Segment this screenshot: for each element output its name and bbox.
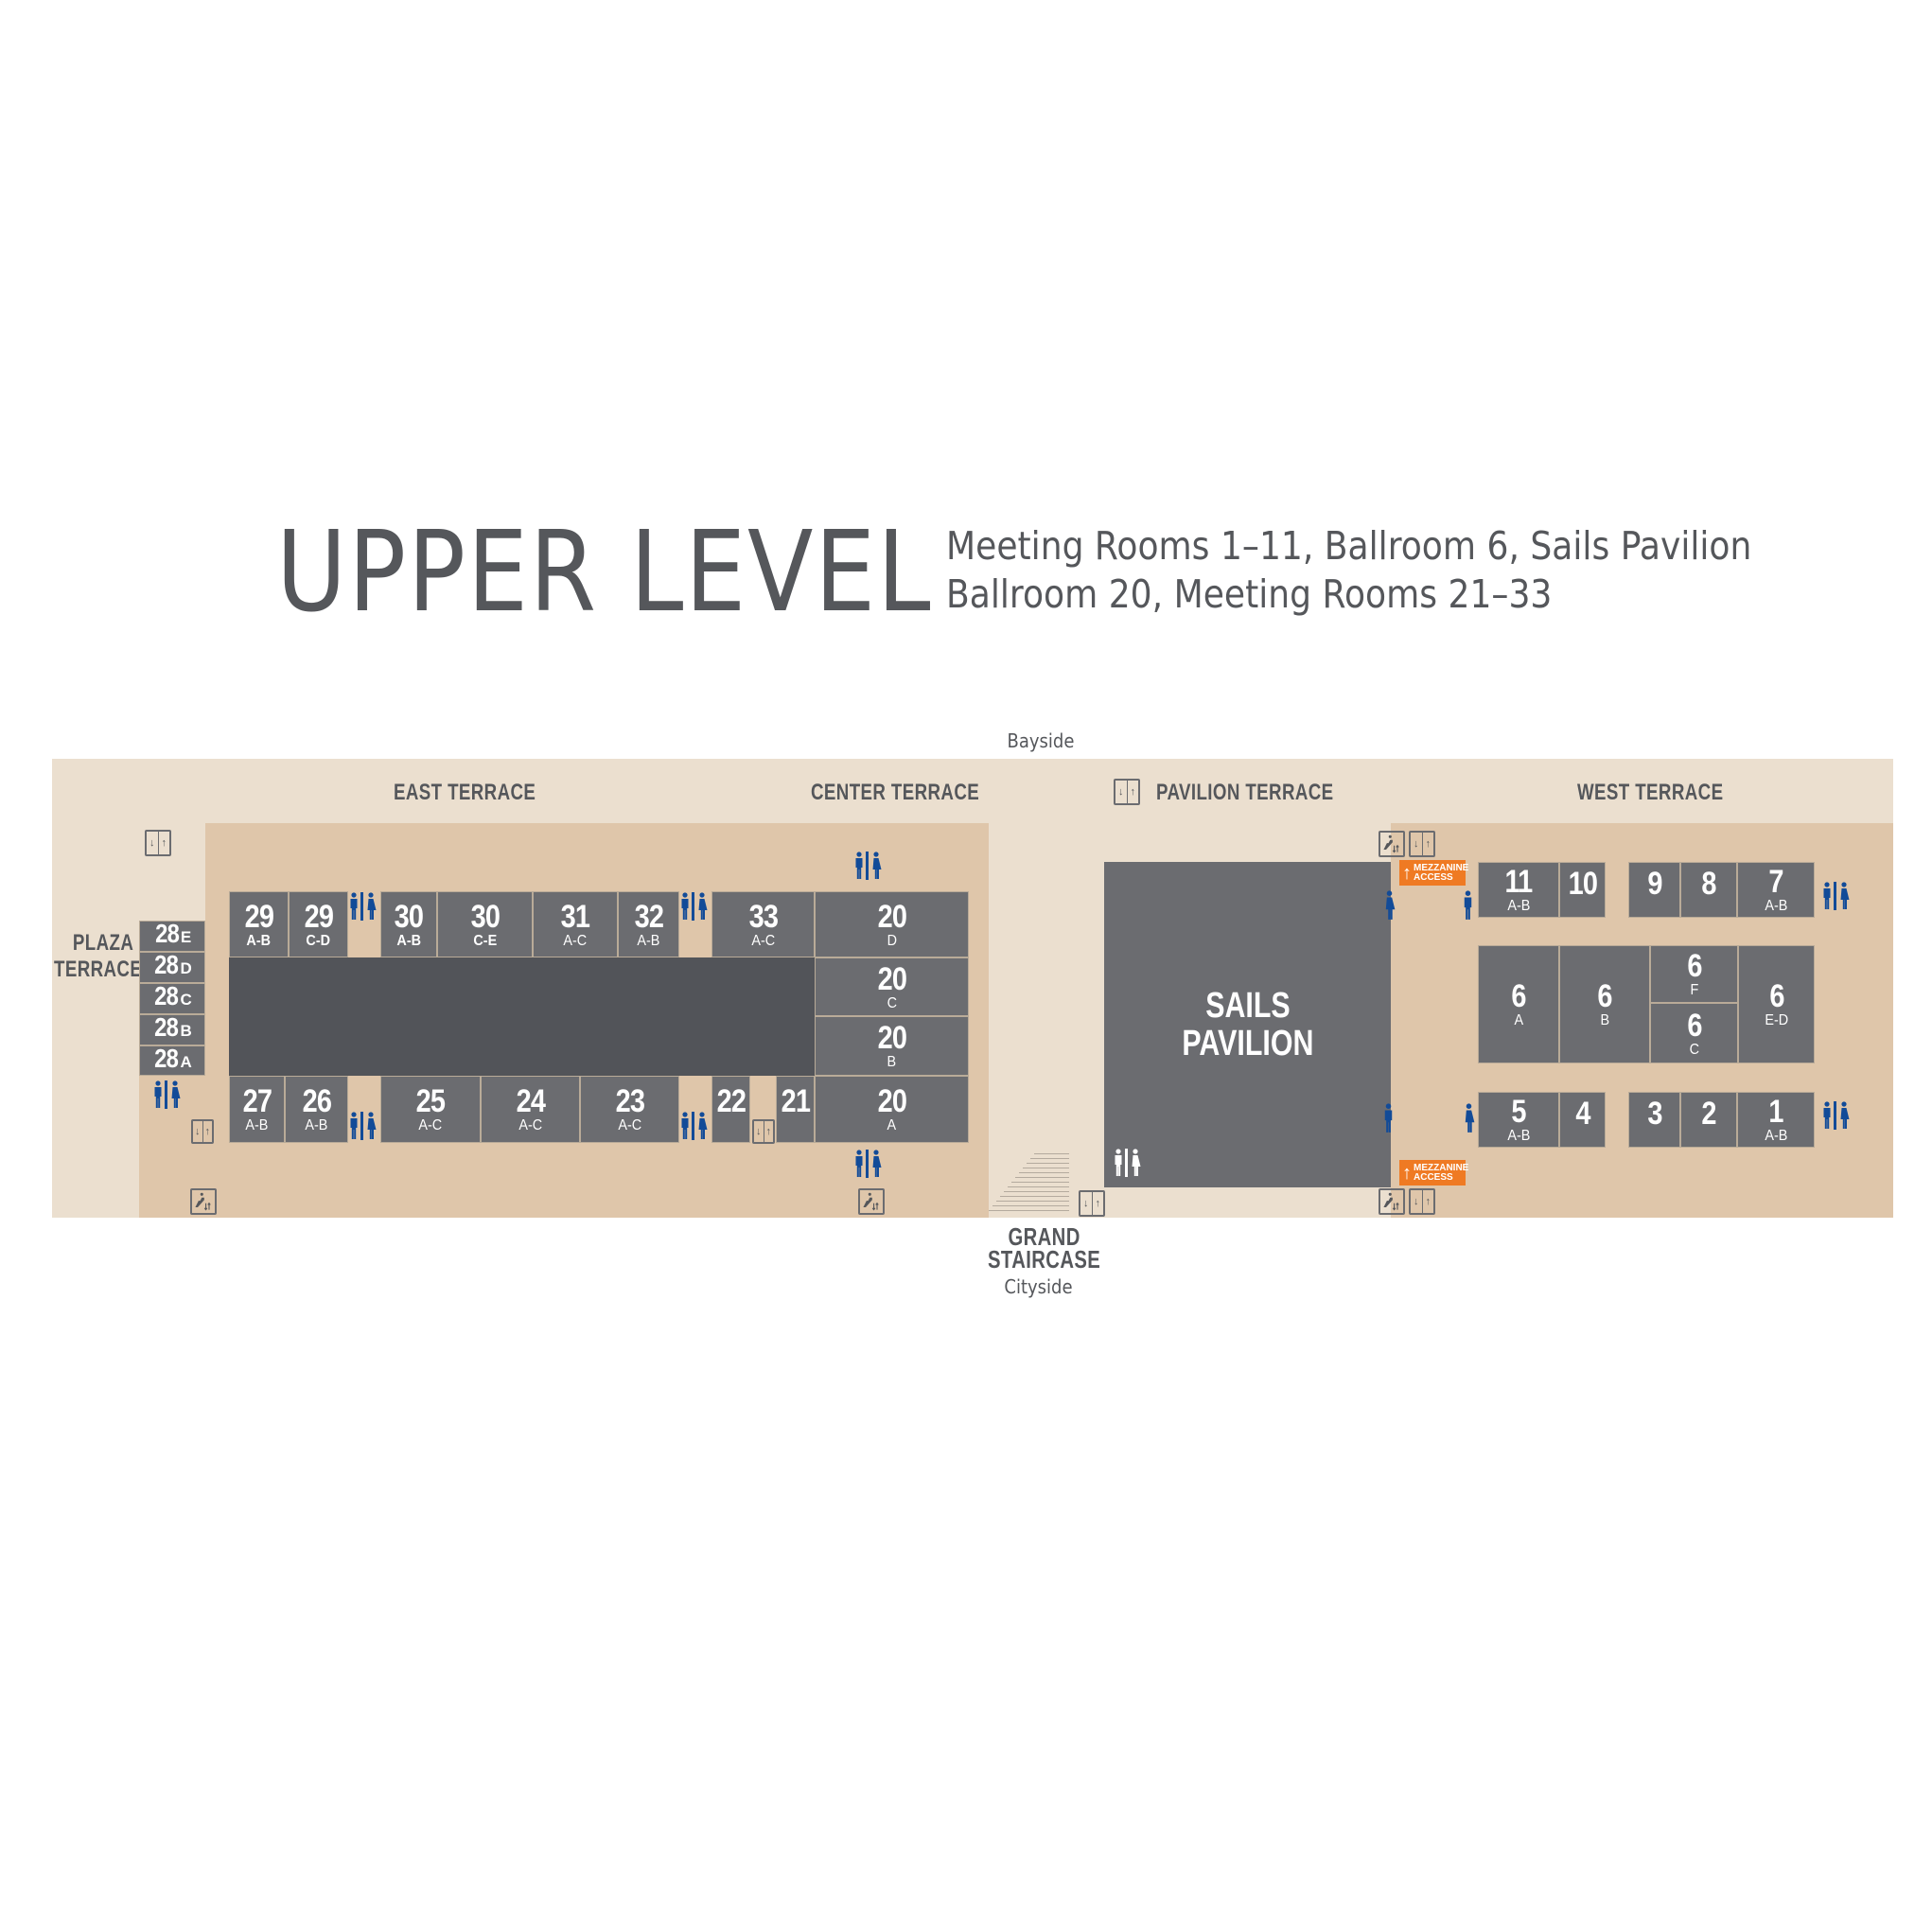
elevator-icon: ↓↑: [1079, 1190, 1105, 1217]
sails-label-line-1: SAILS: [1204, 986, 1291, 1026]
elevator-icon: ↓↑: [191, 1119, 214, 1144]
pavilion-terrace-label: PAVILION TERRACE: [1156, 780, 1334, 805]
elevator-icon: ↓↑: [1409, 831, 1435, 857]
restroom-icon: [153, 1080, 181, 1109]
bayside-label: Bayside: [1007, 729, 1075, 752]
subtitle-line-2: Ballroom 20, Meeting Rooms 21–33: [946, 571, 1553, 617]
mens-restroom-icon: [349, 892, 359, 921]
plaza-inner-area: [139, 1076, 205, 1218]
escalator-icon: [1379, 831, 1405, 857]
east-terrace-label: EAST TERRACE: [394, 780, 536, 805]
sails-label-line-2: PAVILION: [1181, 1024, 1314, 1063]
plaza-terrace-label: PLAZA TERRACE: [54, 930, 142, 983]
restroom-icon: [349, 892, 377, 921]
sails-pavilion[interactable]: SAILS PAVILION: [1104, 862, 1391, 1187]
subtitle-line-1: Meeting Rooms 1–11, Ballroom 6, Sails Pa…: [946, 523, 1752, 569]
room-10[interactable]: 10: [1559, 862, 1606, 918]
room-4[interactable]: 4: [1559, 1092, 1606, 1148]
elevator-icon: ↓↑: [145, 830, 171, 856]
restroom-icon: [1822, 1101, 1850, 1130]
room-2[interactable]: 2: [1680, 1092, 1737, 1148]
womens-restroom-icon: [365, 892, 377, 921]
mezzanine-line-2: ACCESS: [1414, 1171, 1453, 1183]
escalator-icon: [190, 1188, 217, 1215]
restroom-icon: [1114, 1149, 1141, 1177]
room-8[interactable]: 8: [1680, 862, 1737, 918]
plaza-label-line-2: TERRACE: [54, 957, 143, 982]
escalator-icon: [858, 1188, 885, 1215]
restroom-icon: [349, 1112, 377, 1140]
elevator-icon: ↓↑: [1114, 779, 1140, 805]
grand-staircase-line-2: STAIRCASE: [988, 1245, 1101, 1273]
restroom-icon: [1822, 882, 1850, 910]
restroom-icon: [854, 852, 882, 880]
restroom-icon: [680, 1112, 708, 1140]
room-3[interactable]: 3: [1628, 1092, 1680, 1148]
grand-staircase-line-1: GRAND: [1008, 1222, 1080, 1251]
elevator-icon: ↓↑: [1409, 1188, 1435, 1215]
up-arrow-icon: ↑: [1402, 1162, 1412, 1184]
room-22[interactable]: 22: [711, 1076, 750, 1143]
page-subtitle: Meeting Rooms 1–11, Ballroom 6, Sails Pa…: [946, 522, 1751, 619]
mezzanine-line-2: ACCESS: [1414, 871, 1453, 883]
womens-restroom-icon: [1463, 1103, 1475, 1138]
room-21[interactable]: 21: [776, 1076, 815, 1143]
exhibit-core-area: [229, 957, 815, 1076]
up-arrow-icon: ↑: [1402, 862, 1412, 884]
restroom-icon: [680, 892, 708, 921]
cityside-label: Cityside: [1004, 1275, 1073, 1298]
mens-restroom-icon: [1463, 890, 1473, 925]
center-terrace-label: CENTER TERRACE: [811, 780, 980, 805]
grand-staircase-label: GRAND STAIRCASE: [988, 1222, 1101, 1273]
page-title: UPPER LEVEL: [276, 506, 933, 637]
elevator-icon: ↓↑: [752, 1119, 775, 1144]
west-terrace-label: WEST TERRACE: [1577, 780, 1724, 805]
room-9[interactable]: 9: [1628, 862, 1680, 918]
womens-restroom-icon: [1383, 890, 1396, 925]
mens-restroom-icon: [1383, 1103, 1394, 1138]
restroom-icon: [854, 1150, 882, 1178]
plaza-label-line-1: PLAZA: [72, 930, 134, 956]
mezzanine-line-1: MEZZANINE: [1414, 1162, 1469, 1173]
mezzanine-line-1: MEZZANINE: [1414, 862, 1469, 873]
grand-staircase-graphic: [989, 1150, 1069, 1218]
escalator-icon: [1379, 1188, 1405, 1215]
